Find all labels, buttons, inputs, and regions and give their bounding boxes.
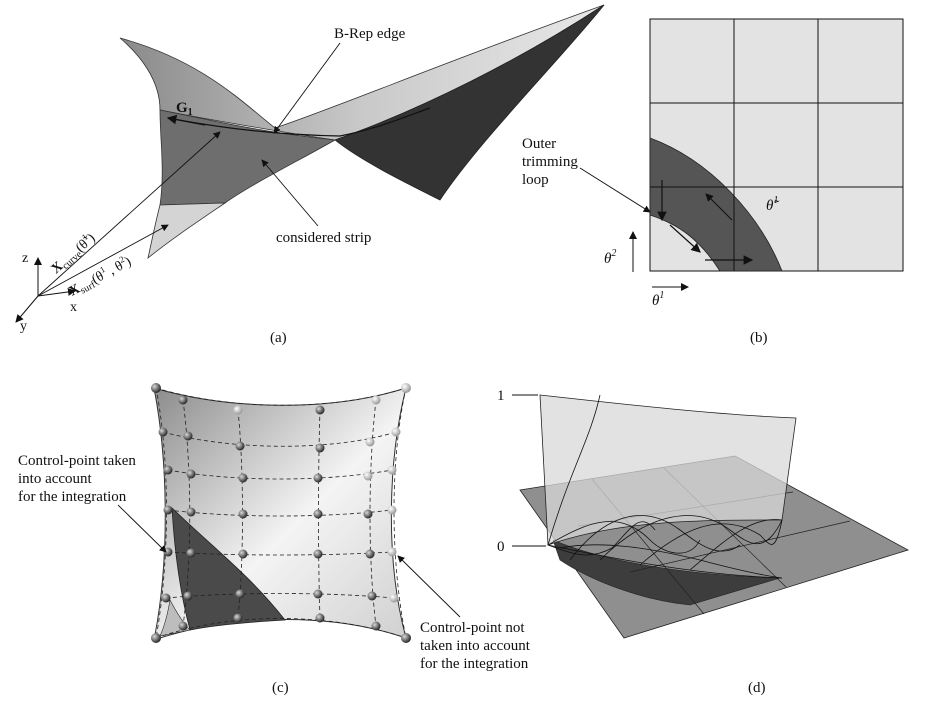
considered-strip-label: considered strip <box>276 230 371 246</box>
brep-edge-curve <box>167 107 431 137</box>
panel-b: θ̃1 Outer trimming loop θ2 θ1 (b) <box>522 18 904 346</box>
trimmed-region-c <box>171 506 286 631</box>
g1-label: G1 <box>176 100 193 118</box>
tick-1-label: 1 <box>497 388 505 404</box>
panel-a: z x y G1 Xcurve(θ̃1) Xsurf(θ1 , θ2) B-Re… <box>15 4 605 346</box>
basis-functions <box>547 394 783 579</box>
caption-b: (b) <box>750 330 768 346</box>
xsurf-vector <box>37 224 169 297</box>
brep-edge-leader <box>273 42 341 134</box>
brep-edge-label: B-Rep edge <box>334 26 406 42</box>
axis-y-label: y <box>20 319 27 334</box>
control-point-taken-label: Control-point taken into account for the… <box>18 453 140 505</box>
control-points-included <box>151 383 411 643</box>
outer-trim-leader <box>579 167 651 213</box>
outer-trim-label: Outer trimming loop <box>522 136 582 188</box>
vertical-sheet <box>539 394 797 546</box>
theta1-label: θ1 <box>652 290 664 309</box>
panel-c: Control-point taken into account for the… <box>18 383 534 696</box>
axis-z-label: z <box>22 251 28 266</box>
tick-0-label: 0 <box>497 539 505 555</box>
axis-y-line <box>15 295 39 323</box>
considered-strip-surface <box>159 109 337 206</box>
xcurve-label: Xcurve(θ̃1) <box>47 229 100 279</box>
caption-d: (d) <box>748 680 766 696</box>
theta-tilde-arrow <box>705 193 733 221</box>
axis-x-label: x <box>70 300 77 315</box>
axis-x-line <box>37 287 76 297</box>
g1-tangent-arrow <box>166 114 206 126</box>
surface-dark-wing <box>334 4 605 201</box>
control-point-not-taken-leader <box>397 555 461 618</box>
control-points-excluded <box>363 383 411 603</box>
caption-c: (c) <box>272 680 289 696</box>
considered-strip-leader <box>261 159 319 227</box>
xcurve-vector <box>37 131 221 297</box>
control-point-not-taken-label: Control-point not taken into account for… <box>420 620 534 672</box>
lower-strip-surface <box>147 202 227 260</box>
caption-a: (a) <box>270 330 287 346</box>
control-point-taken-leader <box>117 504 167 553</box>
panel-d: 1 0 (d) <box>497 388 910 696</box>
theta2-label: θ2 <box>604 248 616 267</box>
strip-arrow-diag <box>669 224 701 253</box>
